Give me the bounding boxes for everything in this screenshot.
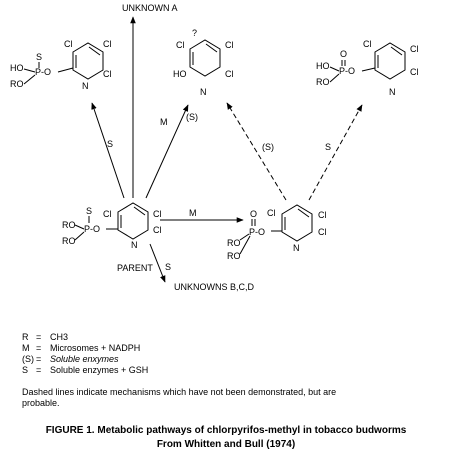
desmethyl-pyridine-ring bbox=[72, 42, 104, 80]
desmethyl-oxon-p-o: P-O bbox=[339, 66, 355, 76]
legend-row: (S)= Soluble enxymes bbox=[22, 354, 148, 365]
figure-caption: FIGURE 1. Metabolic pathways of chlorpyr… bbox=[0, 424, 452, 452]
desmethyl-oxon-ro: RO bbox=[316, 77, 330, 87]
desmethyl-oxon-o-top: O bbox=[340, 49, 347, 59]
oxon-ro-1: RO bbox=[227, 238, 241, 248]
arrow-s-left-label: S bbox=[107, 139, 113, 149]
pyridinol-ho: HO bbox=[173, 69, 187, 79]
desmethyl-cl-2: Cl bbox=[103, 39, 112, 49]
oxon-n: N bbox=[293, 243, 300, 253]
parent-label: PARENT bbox=[117, 263, 153, 273]
desmethyl-oxon-pyridine-ring bbox=[374, 42, 406, 80]
pyridinol-question: ? bbox=[192, 28, 197, 38]
arrow-to-unknowns-bcd bbox=[149, 243, 166, 283]
legend-key: (S) bbox=[22, 354, 34, 364]
arrow-s-far-right-label: S bbox=[325, 142, 331, 152]
parent-ro-1: RO bbox=[62, 220, 76, 230]
desmethyl-oxon-cl-2: Cl bbox=[410, 44, 419, 54]
caption-line-2: From Whitten and Bull (1974) bbox=[156, 439, 296, 450]
pyridinol-molecule: ? Cl Cl Cl HO N bbox=[173, 28, 234, 97]
parent-p-o: P-O bbox=[84, 224, 100, 234]
desmethyl-n: N bbox=[82, 81, 89, 91]
arrow-to-desmethyl bbox=[91, 102, 125, 199]
legend-value: CH3 bbox=[50, 332, 69, 342]
pyridinol-cl-3: Cl bbox=[225, 69, 234, 79]
legend-key: M bbox=[22, 343, 30, 353]
parent-n: N bbox=[131, 240, 138, 250]
oxon-molecule: Cl Cl Cl N O P-O RO RO bbox=[227, 204, 327, 261]
desmethyl-cl-3: Cl bbox=[103, 69, 112, 79]
parent-cl-2: Cl bbox=[153, 209, 162, 219]
oxon-cl-2: Cl bbox=[318, 210, 327, 220]
legend-row: M = Microsomes + NADPH bbox=[22, 343, 148, 354]
desmethyl-oxon-n: N bbox=[389, 87, 396, 97]
legend-value: Soluble enzymes + GSH bbox=[50, 365, 149, 375]
parent-s: S bbox=[86, 206, 92, 216]
oxon-cl-1: Cl bbox=[267, 208, 276, 218]
parent-cl-1: Cl bbox=[103, 209, 112, 219]
parent-ro-2: RO bbox=[62, 236, 76, 246]
legend-value: Soluble enxymes bbox=[50, 354, 119, 364]
oxon-ro-2: RO bbox=[227, 251, 241, 261]
arrow-s-parent-label: S bbox=[165, 262, 171, 272]
desmethyl-cl-1: Cl bbox=[64, 39, 73, 49]
parent-cl-3: Cl bbox=[153, 225, 162, 235]
desmethyl-s: S bbox=[36, 52, 42, 62]
desmethyl-ro: RO bbox=[10, 79, 24, 89]
desmethyl-ho: HO bbox=[10, 63, 24, 73]
desmethyl-oxon-cl-1: Cl bbox=[363, 39, 372, 49]
oxon-o-top: O bbox=[250, 209, 257, 219]
dashed-lines-note: Dashed lines indicate mechanisms which h… bbox=[22, 387, 337, 408]
arrow-m-center-label: M bbox=[160, 117, 168, 127]
legend-row: R = CH3 bbox=[22, 332, 148, 343]
desmethyl-oxon-molecule: Cl Cl Cl N O HO P-O RO bbox=[316, 39, 419, 97]
legend-row: S = Soluble enzymes + GSH bbox=[22, 365, 148, 376]
pyridinol-pyridine-ring bbox=[189, 39, 221, 77]
oxon-p-o: P-O bbox=[249, 227, 265, 237]
unknown-a-label: UNKNOWN A bbox=[122, 3, 178, 13]
parent-molecule: Cl Cl Cl N S RO P-O RO bbox=[62, 202, 162, 250]
arrow-m-right-label: M bbox=[189, 208, 197, 218]
desmethyl-p-o: P-O bbox=[35, 67, 51, 77]
metabolic-pathway-diagram: Cl Cl Cl N S RO P-O RO PARENT Cl Cl Cl N… bbox=[10, 3, 419, 292]
pyridinol-cl-1: Cl bbox=[176, 40, 185, 50]
arrow-s-paren-center-label: (S) bbox=[186, 112, 198, 122]
arrow-oxon-to-pyridinol bbox=[226, 102, 287, 201]
oxon-pyridine-ring bbox=[281, 204, 313, 242]
arrow-s-paren-right-label: (S) bbox=[262, 142, 274, 152]
legend-eq: = bbox=[36, 354, 42, 364]
arrow-oxon-to-desmethyl-oxon bbox=[308, 104, 363, 201]
unknowns-bcd-label: UNKNOWNS B,C,D bbox=[174, 282, 255, 292]
legend-eq: = bbox=[36, 332, 42, 342]
parent-pyridine-ring bbox=[117, 202, 149, 240]
desmethyl-oxon-cl-3: Cl bbox=[410, 67, 419, 77]
legend-eq: = bbox=[36, 365, 42, 375]
legend-key: S bbox=[22, 365, 29, 375]
caption-line-1: FIGURE 1. Metabolic pathways of chlorpyr… bbox=[45, 425, 407, 436]
arrow-to-pyridinol bbox=[145, 104, 189, 199]
legend-eq: = bbox=[36, 343, 42, 353]
legend-key: R bbox=[22, 332, 29, 342]
desmethyl-oxon-ho: HO bbox=[316, 61, 330, 71]
legend-value: Microsomes + NADPH bbox=[50, 343, 141, 353]
oxon-cl-3: Cl bbox=[318, 227, 327, 237]
desmethyl-molecule: Cl Cl Cl N S HO P-O RO bbox=[10, 39, 112, 91]
pyridinol-n: N bbox=[200, 87, 207, 97]
legend: R=CH3 M=Microsomes + NADPH (S)=Soluble e… bbox=[22, 332, 148, 376]
pyridinol-cl-2: Cl bbox=[225, 40, 234, 50]
